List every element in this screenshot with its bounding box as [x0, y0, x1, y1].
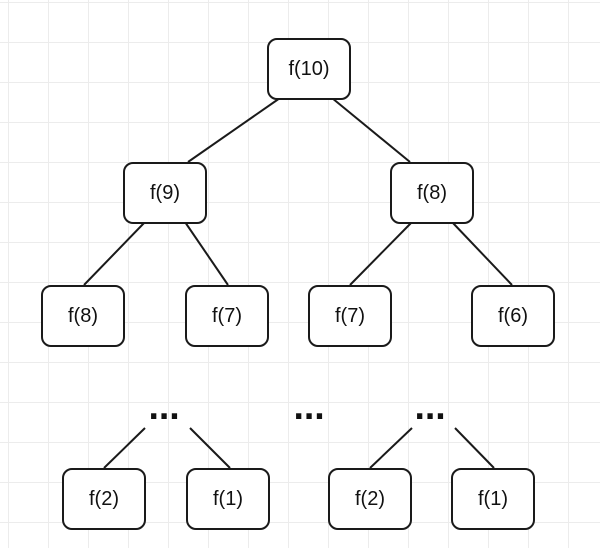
ellipsis-middle: ...	[293, 392, 325, 427]
node-f8-right: f(8)	[390, 162, 474, 224]
node-f1-right: f(1)	[451, 468, 535, 530]
edge-ellipsis-to-f1-left	[189, 427, 231, 469]
node-f7-right: f(7)	[308, 285, 392, 347]
edge-f8-to-f7	[349, 221, 413, 286]
node-f10-root: f(10)	[267, 38, 351, 100]
edge-ellipsis-to-f2-right	[369, 427, 413, 469]
node-f1-left: f(1)	[186, 468, 270, 530]
node-f6: f(6)	[471, 285, 555, 347]
node-f2-right: f(2)	[328, 468, 412, 530]
ellipsis-right: ...	[414, 392, 446, 427]
node-f2-left: f(2)	[62, 468, 146, 530]
edge-f8-to-f6	[451, 221, 513, 286]
edge-root-to-f8	[331, 97, 411, 163]
edge-f9-to-f8	[83, 221, 146, 286]
node-f8-left: f(8)	[41, 285, 125, 347]
node-f9: f(9)	[123, 162, 207, 224]
node-f7-left: f(7)	[185, 285, 269, 347]
ellipsis-left: ...	[148, 392, 180, 427]
edge-ellipsis-to-f1-right	[454, 427, 495, 469]
edge-root-to-f9	[187, 97, 281, 163]
edge-ellipsis-to-f2-left	[103, 427, 146, 469]
edge-f9-to-f7	[184, 221, 229, 286]
